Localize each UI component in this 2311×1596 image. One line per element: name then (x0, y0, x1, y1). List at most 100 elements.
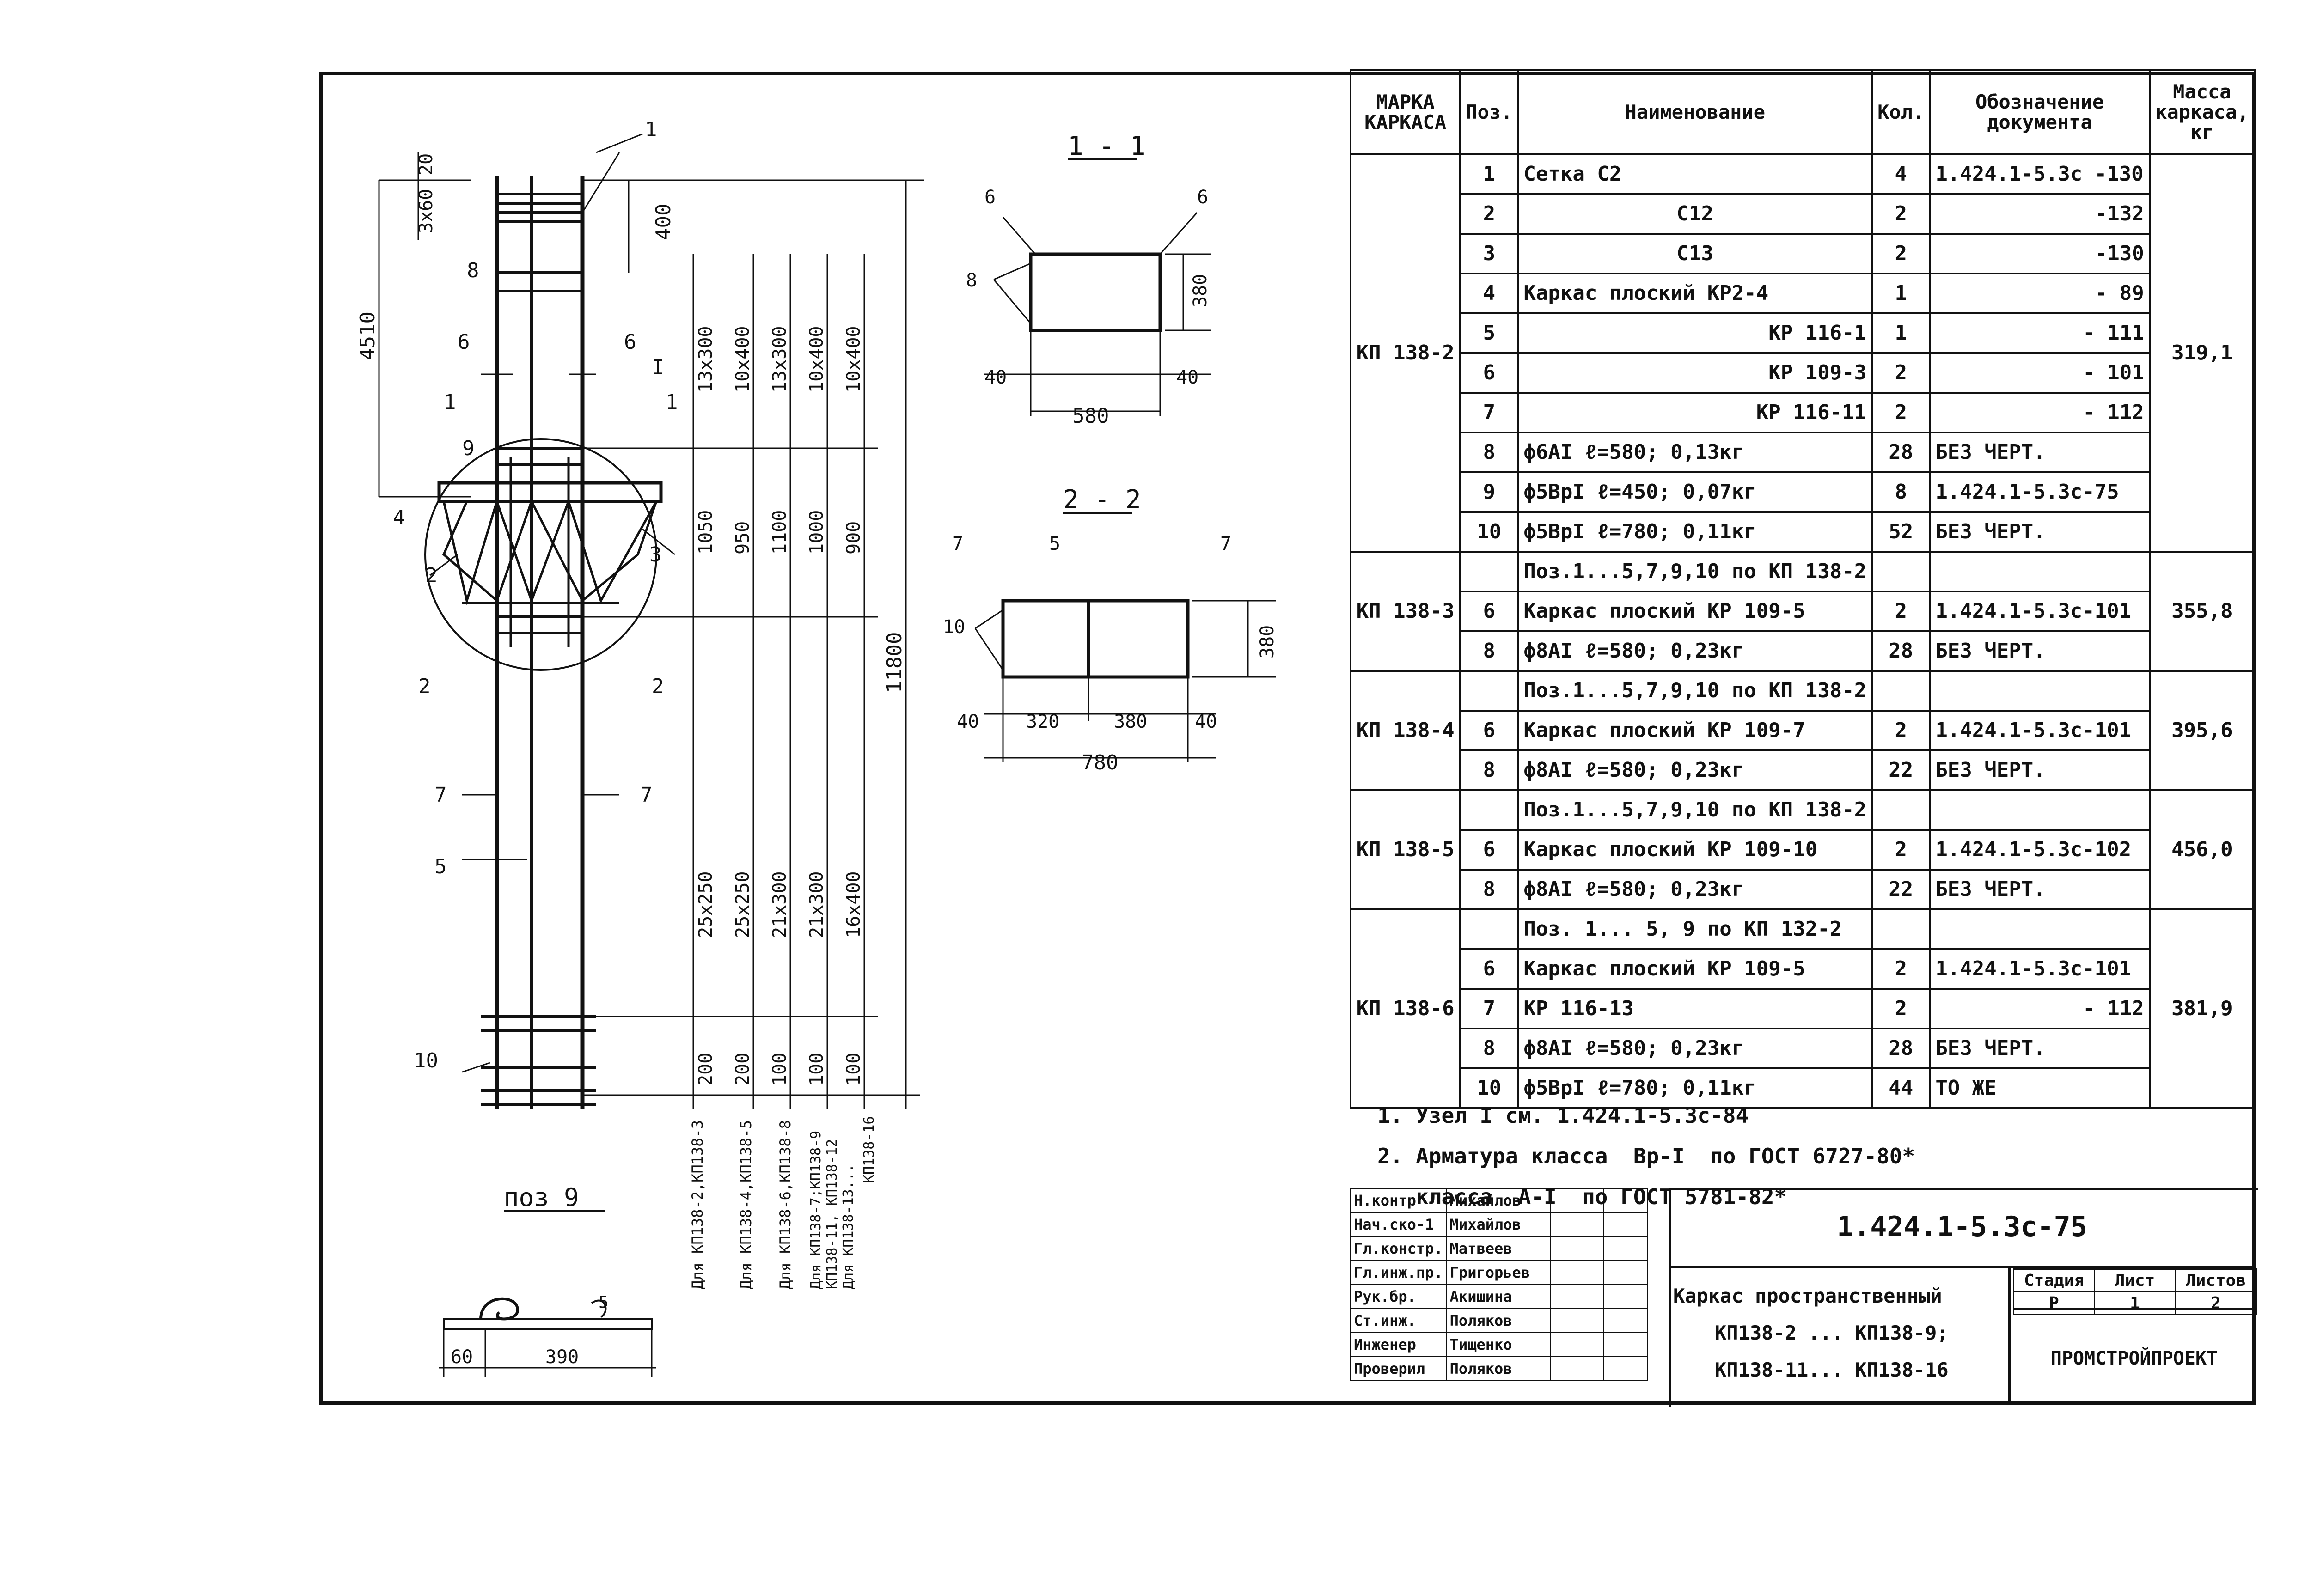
callout-4: 4 (393, 506, 405, 530)
cell-name: ф8АI ℓ=580; 0,23кг (1517, 1028, 1873, 1069)
note-1: 1. Узел I см. 1.424.1-5.3с-84 (1377, 1103, 1749, 1128)
cell-doc: БЕЗ ЧЕРТ. (1929, 630, 2151, 672)
callout-6-right: 6 (624, 330, 636, 354)
applies-to-6: Для КП138-13... (840, 1164, 856, 1289)
signer-row: Ст.инж.Поляков (1350, 1308, 1648, 1333)
cell-qty: 1 (1871, 273, 1931, 314)
date-cell (1602, 1212, 1648, 1237)
cell-doc: 1.424.1-5.3с-101 (1929, 948, 2151, 990)
header-mass: Масса каркаса, кг (2148, 69, 2256, 155)
stage-header: Стадия (2013, 1268, 2095, 1292)
mid-spacing-4: 1000 (806, 510, 827, 554)
sec2-dim-40-left: 40 (957, 711, 979, 732)
cell-qty: 2 (1871, 233, 1931, 274)
cell-qty: 2 (1871, 352, 1931, 394)
sheet-header: Лист (2094, 1268, 2176, 1292)
mid-spacing-1: 1050 (695, 510, 716, 554)
signature-cell (1549, 1284, 1604, 1309)
cell-qty (1871, 551, 1931, 592)
title-line-1: Каркас пространственный (1673, 1285, 1942, 1307)
cell-name: С12 (1517, 193, 1873, 235)
cell-pos: 8 (1459, 432, 1519, 473)
cell-doc: БЕЗ ЧЕРТ. (1929, 749, 2151, 791)
cell-qty: 2 (1871, 392, 1931, 433)
cell-doc: БЕЗ ЧЕРТ. (1929, 1028, 2151, 1069)
section-1-1-title: 1 - 1 (1068, 131, 1146, 161)
cell-qty: 2 (1871, 948, 1931, 990)
callout-node-I: I (652, 356, 664, 379)
section-mark-2-right: 2 (652, 675, 664, 698)
cell-pos: 5 (1459, 312, 1519, 354)
cell-name: ф5ВрI ℓ=780; 0,11кг (1517, 1067, 1873, 1109)
signer-role: Н.контр (1350, 1188, 1447, 1213)
callout-leaders (429, 133, 675, 1073)
cell-mass: 355,8 (2148, 551, 2256, 672)
cell-mass: 456,0 (2148, 789, 2256, 910)
date-cell (1602, 1332, 1648, 1357)
signer-role: Проверил (1350, 1356, 1447, 1381)
cell-pos: 1 (1459, 153, 1519, 195)
pos-9-detail: поз 9 (439, 1183, 656, 1377)
signer-name: Поляков (1445, 1356, 1551, 1381)
cell-pos: 6 (1459, 591, 1519, 632)
applies-to-4: Для КП138-7;КП138-9 (808, 1131, 824, 1289)
signature-cell (1549, 1212, 1604, 1237)
cell-doc: БЕЗ ЧЕРТ. (1929, 869, 2151, 910)
cell-mark: КП 138-3 (1349, 551, 1461, 672)
mid-spacing-3: 1100 (769, 510, 790, 554)
mid-spacing-5: 900 (843, 521, 864, 554)
cell-mass: 395,6 (2148, 670, 2256, 791)
bottom-spacing-2: 200 (732, 1053, 753, 1086)
upper-spacing-4: 10x400 (806, 326, 827, 393)
cell-mass: 381,9 (2148, 908, 2256, 1109)
signer-row: Гл.констр.Матвеев (1350, 1236, 1648, 1261)
callout-7-left: 7 (434, 783, 447, 807)
section-mark-2-left: 2 (418, 675, 431, 698)
cell-name: КР 116-13 (1517, 988, 1873, 1029)
bottom-spacing-4: 100 (806, 1053, 827, 1086)
cell-doc: 1.424.1-5.3с-101 (1929, 710, 2151, 751)
header-mark: МАРКА КАРКАСА (1349, 69, 1461, 155)
cell-name: ф8АI ℓ=580; 0,23кг (1517, 749, 1873, 791)
signature-cell (1549, 1332, 1604, 1357)
upper-spacing-3: 13x300 (769, 326, 790, 393)
cell-pos: 8 (1459, 630, 1519, 672)
title-line-3: КП138-11... КП138-16 (1715, 1358, 1949, 1381)
sec2-label-7-left: 7 (952, 533, 963, 554)
upper-spacing-2: 10x400 (732, 326, 753, 393)
cell-name: Каркас плоский КР 109-7 (1517, 710, 1873, 751)
cell-name: ф8АI ℓ=580; 0,23кг (1517, 869, 1873, 910)
cell-pos: 3 (1459, 233, 1519, 274)
sec2-dim-320: 320 (1026, 711, 1059, 732)
applies-to-1: Для КП138-2,КП138-3 (689, 1120, 706, 1289)
dim-400: 400 (652, 204, 675, 240)
dim-11800: 11800 (883, 632, 906, 693)
cell-doc (1929, 551, 2151, 592)
cell-pos (1459, 908, 1519, 950)
cell-doc: -130 (1929, 233, 2151, 274)
stage-value: Р (2013, 1291, 2095, 1315)
stage-sheet-table: Стадия Лист Листов Р 1 2 (2013, 1268, 2257, 1315)
applies-to-3: Для КП138-6,КП138-8 (776, 1120, 794, 1289)
cell-name: Поз.1...5,7,9,10 по КП 138-2 (1517, 670, 1873, 712)
sec2-label-7-right: 7 (1220, 533, 1231, 554)
cell-qty (1871, 670, 1931, 712)
column-elevation (424, 176, 663, 1109)
cell-mark: КП 138-2 (1349, 153, 1461, 553)
bottom-spacing-5: 100 (843, 1053, 864, 1086)
sec1-label-6-left: 6 (984, 187, 996, 208)
date-cell (1602, 1236, 1648, 1261)
